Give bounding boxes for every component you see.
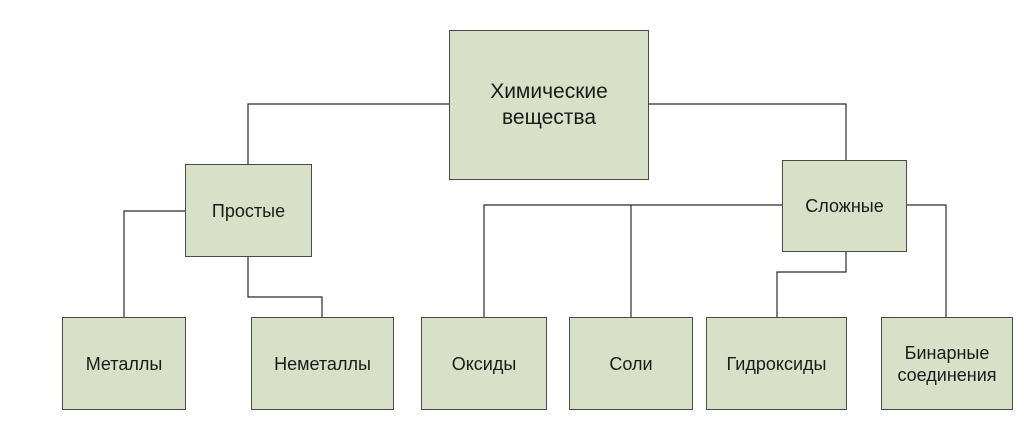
- connector-complex-oxides: [483, 204, 782, 317]
- node-complex: Сложные: [782, 160, 907, 252]
- connector-complex-hydroxides: [776, 252, 847, 317]
- node-oxides: Оксиды: [421, 317, 547, 410]
- node-hydroxides: Гидроксиды: [706, 317, 847, 410]
- connector-complex-binary: [907, 204, 947, 317]
- node-chemical-substances: Химические вещества: [449, 30, 649, 180]
- connector-simple-nonmetals: [247, 257, 323, 317]
- connector-root-complex: [649, 103, 847, 160]
- node-binary-compounds: Бинарные соединения: [881, 317, 1013, 410]
- node-simple: Простые: [185, 164, 312, 257]
- connector-root-simple: [247, 103, 449, 164]
- connector-simple-metals: [123, 210, 185, 317]
- node-nonmetals: Неметаллы: [251, 317, 394, 410]
- node-metals: Металлы: [62, 317, 186, 410]
- node-salts: Соли: [569, 317, 693, 410]
